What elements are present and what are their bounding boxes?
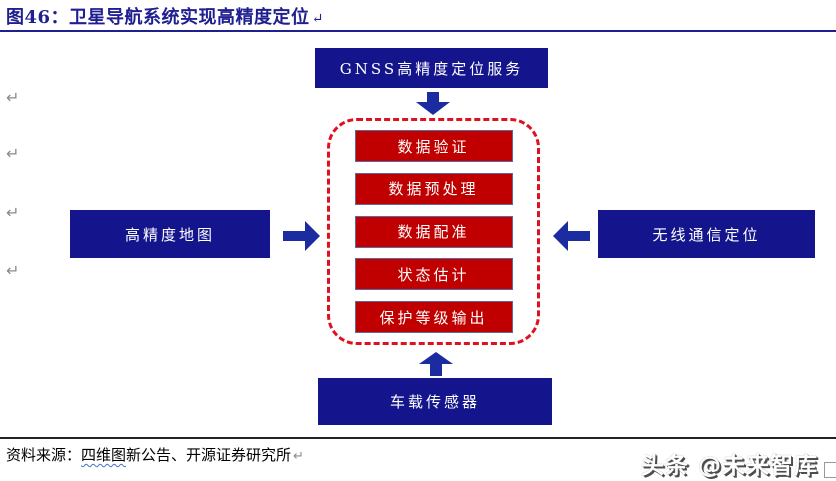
paragraph-return-icon: ↵	[6, 144, 20, 163]
cursor-box	[824, 462, 836, 478]
step-data-validation: 数据验证	[354, 130, 513, 162]
arrow-right-icon	[283, 221, 320, 251]
watermark-text: 头条 @未来智库	[640, 453, 818, 479]
footer-divider	[0, 437, 836, 439]
source-note: 资料来源：四维图新公告、开源证券研究所↵	[6, 444, 304, 465]
step-data-registration: 数据配准	[354, 215, 513, 248]
paragraph-return-icon: ↵	[6, 261, 20, 280]
arrow-left-icon	[553, 221, 590, 251]
arrow-down-icon	[416, 92, 450, 115]
step-data-preprocessing: 数据预处理	[354, 172, 513, 205]
figure-title: 图46：卫星导航系统实现高精度定位↵	[6, 3, 324, 29]
source-rest: 新公告、开源证券研究所	[126, 446, 292, 464]
step-protection-level-output: 保护等级输出	[354, 301, 513, 333]
step-state-estimation: 状态估计	[354, 258, 513, 291]
paragraph-return-icon: ↵	[311, 11, 324, 27]
title-divider	[0, 30, 836, 32]
wireless-positioning-box: 无线通信定位	[598, 210, 815, 258]
arrow-up-icon	[419, 352, 453, 376]
paragraph-return-icon: ↵	[6, 88, 20, 107]
source-underlined-text: 四维图	[81, 446, 127, 464]
figure-title-text: 图46：卫星导航系统实现高精度定位	[6, 7, 310, 28]
vehicle-sensor-box: 车载传感器	[318, 378, 552, 425]
processing-pipeline-container: 数据验证 数据预处理 数据配准 状态估计 保护等级输出	[327, 118, 540, 345]
paragraph-return-icon: ↵	[6, 203, 20, 222]
gnss-service-box: GNSS高精度定位服务	[315, 48, 548, 88]
source-prefix: 资料来源：	[6, 446, 82, 464]
hd-map-box: 高精度地图	[70, 210, 270, 258]
paragraph-return-icon: ↵	[293, 449, 304, 464]
